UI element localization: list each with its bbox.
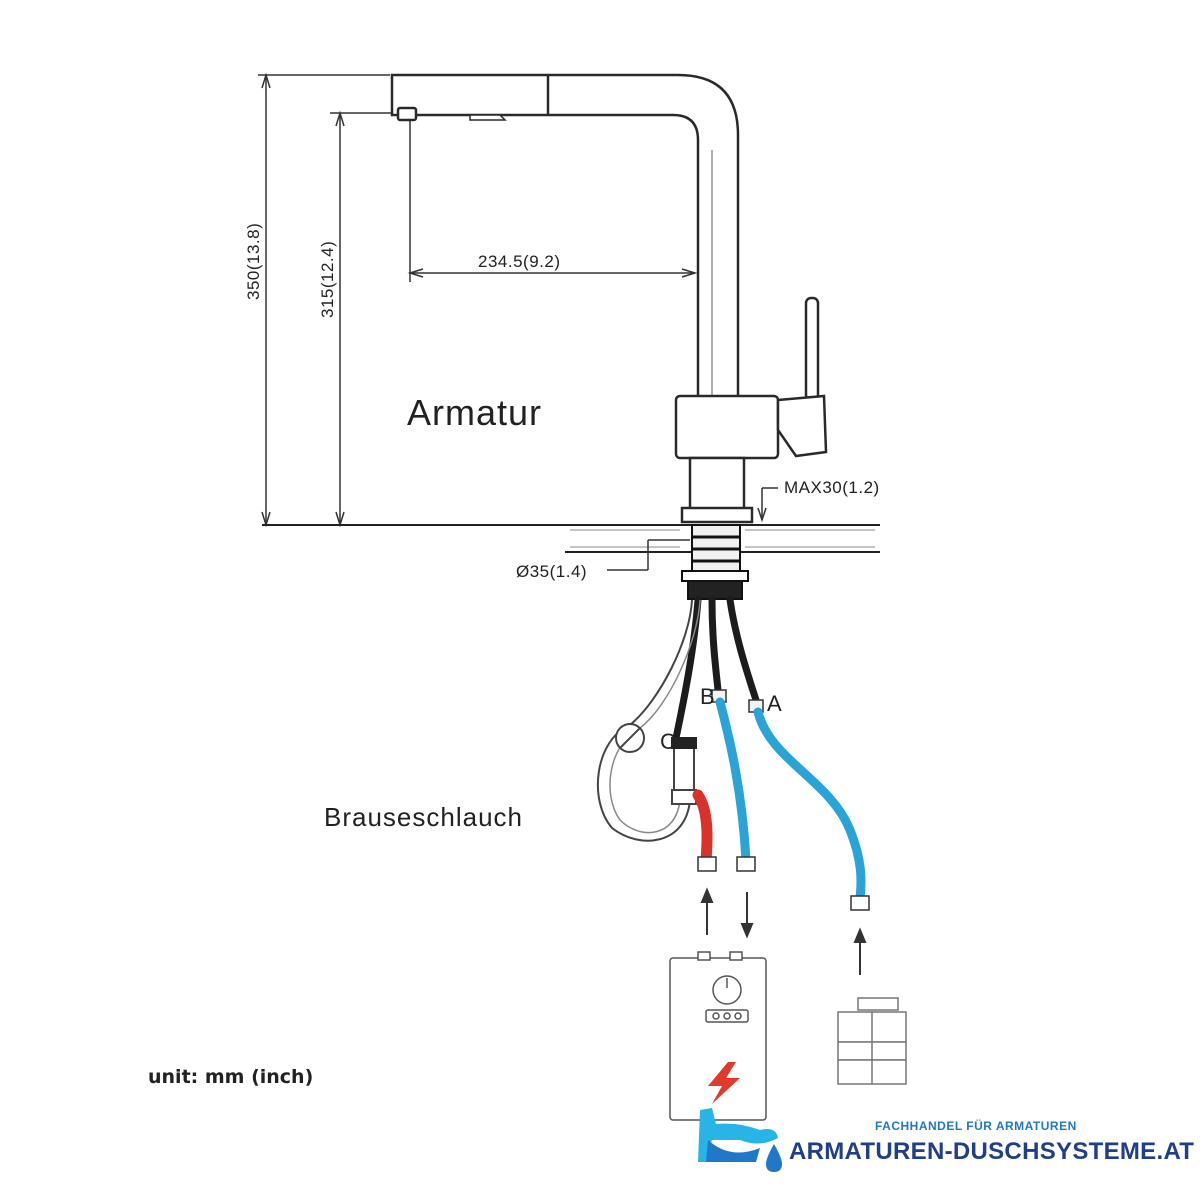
- brand-name: ARMATUREN-DUSCHSYSTEME.AT: [789, 1138, 1195, 1165]
- hole-diameter-label: Ø35(1.4): [516, 562, 588, 581]
- max-thickness-leader: [757, 487, 778, 523]
- connector-a-label: A: [767, 691, 782, 716]
- countertop: [262, 524, 880, 553]
- dimension-reach: [407, 120, 698, 282]
- faucet-logo-icon: [698, 1108, 778, 1162]
- faucet-shank: [681, 524, 749, 600]
- faucet: [390, 73, 828, 524]
- cold-water-hose-a: [753, 707, 870, 911]
- water-heater: [669, 951, 767, 1121]
- title-armatur: Armatur: [407, 392, 543, 433]
- black-hoses: [672, 596, 760, 742]
- total-height-label: 350(13.8): [244, 222, 263, 300]
- hole-diameter-leader: [607, 539, 690, 571]
- angle-valve: [837, 997, 907, 1085]
- unit-label: unit: mm (inch): [148, 1066, 314, 1088]
- dimension-total-height: [258, 72, 390, 528]
- connector-c-label: C: [660, 729, 676, 754]
- lightning-icon: [708, 1062, 740, 1104]
- spout-height-label: 315(12.4): [318, 240, 337, 318]
- hot-water-hose: [692, 789, 717, 872]
- flow-arrows: [700, 887, 867, 975]
- cold-water-hose-b: [715, 697, 756, 872]
- connector-b-label: B: [700, 684, 715, 709]
- reach-label: 234.5(9.2): [478, 252, 561, 271]
- shower-hose: [596, 599, 701, 842]
- max-thickness-label: MAX30(1.2): [784, 478, 880, 497]
- water-drop-icon: [766, 1144, 782, 1172]
- hose-label: Brauseschlauch: [324, 802, 523, 832]
- brand-tagline: FACHHANDEL FÜR ARMATUREN: [875, 1119, 1077, 1133]
- dimension-spout-height: [330, 110, 400, 528]
